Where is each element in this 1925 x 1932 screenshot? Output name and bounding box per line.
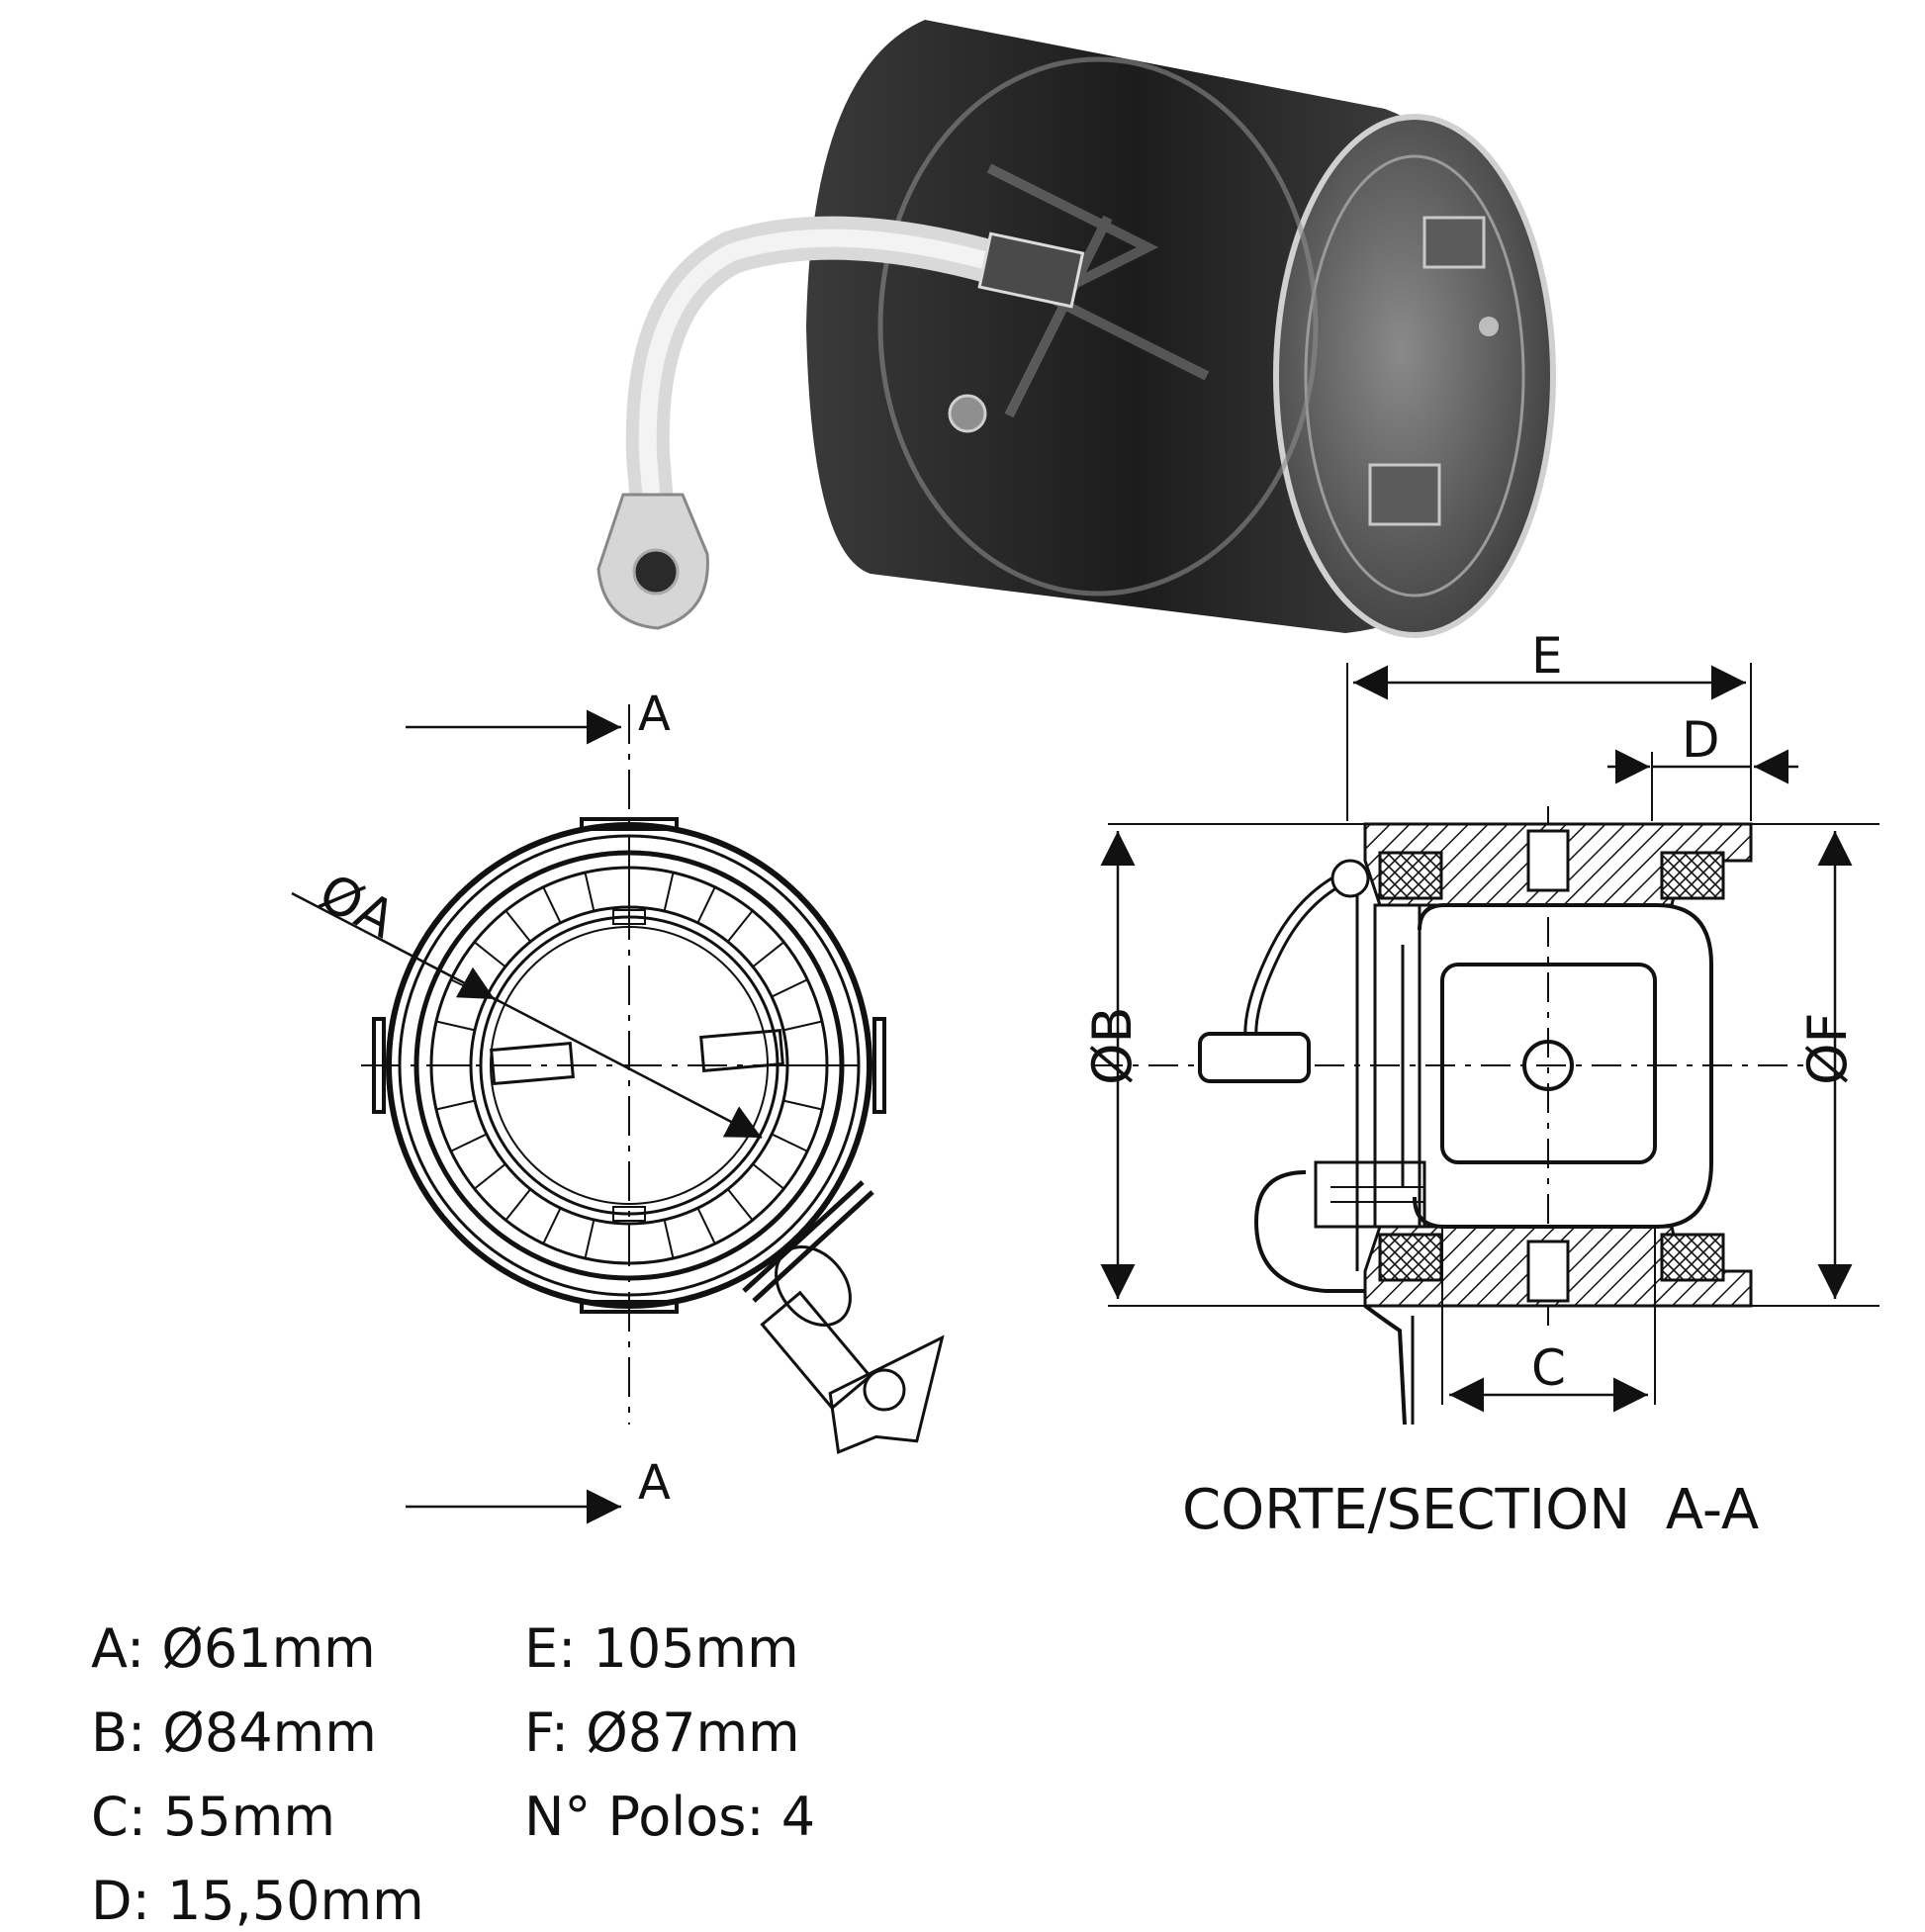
segment-tick: [771, 1133, 808, 1152]
segment-tick: [752, 941, 784, 968]
segment-tick: [542, 1207, 562, 1244]
segment-tick: [435, 1099, 476, 1111]
segment-tick: [584, 1219, 596, 1259]
dim-e-label: E: [1531, 627, 1563, 685]
segment-tick: [542, 886, 562, 924]
segment-tick: [663, 872, 675, 912]
spec-c: C: 55mm: [91, 1786, 335, 1848]
dia-f-label: ØF: [1796, 1012, 1859, 1085]
segment-tick: [726, 910, 754, 943]
spec-f: F: Ø87mm: [524, 1702, 800, 1764]
segment-tick: [450, 978, 488, 998]
spec-b: B: Ø84mm: [91, 1702, 377, 1764]
terminal-lug: [742, 1180, 945, 1454]
segment-tick: [474, 941, 506, 968]
product-photo: [596, 20, 1556, 638]
section-label-bottom: A: [638, 1455, 671, 1511]
section-view: [1093, 663, 1879, 1426]
section-caption: CORTE/SECTION A-A: [1182, 1478, 1759, 1542]
segment-tick: [782, 1020, 823, 1032]
spec-d: D: 15,50mm: [91, 1870, 424, 1932]
dia-a-label: ØA: [310, 863, 405, 950]
segment-tick: [474, 1162, 506, 1190]
segment-tick: [584, 872, 596, 912]
spec-e: E: 105mm: [524, 1617, 799, 1680]
segment-tick: [726, 1188, 754, 1221]
cylinder-end-face: [1273, 114, 1556, 638]
segment-ticks: [431, 868, 827, 1263]
dim-d-label: D: [1682, 711, 1720, 769]
segment-tick: [771, 978, 808, 998]
segment-tick: [782, 1099, 823, 1111]
segment-tick: [663, 1219, 675, 1259]
spec-a: A: Ø61mm: [91, 1617, 376, 1680]
segment-tick: [696, 1207, 716, 1244]
dia-b-label: ØB: [1081, 1006, 1144, 1085]
watermark-logo: [877, 56, 1319, 597]
front-view: [291, 704, 945, 1524]
segment-tick: [450, 1133, 488, 1152]
section-label-top: A: [638, 687, 671, 742]
segment-tick: [504, 910, 532, 943]
segment-tick: [435, 1020, 476, 1032]
spec-poles: N° Polos: 4: [524, 1786, 816, 1848]
segment-tick: [752, 1162, 784, 1190]
dim-c-label: C: [1531, 1339, 1566, 1397]
segment-tick: [696, 886, 716, 924]
segment-tick: [504, 1188, 532, 1221]
